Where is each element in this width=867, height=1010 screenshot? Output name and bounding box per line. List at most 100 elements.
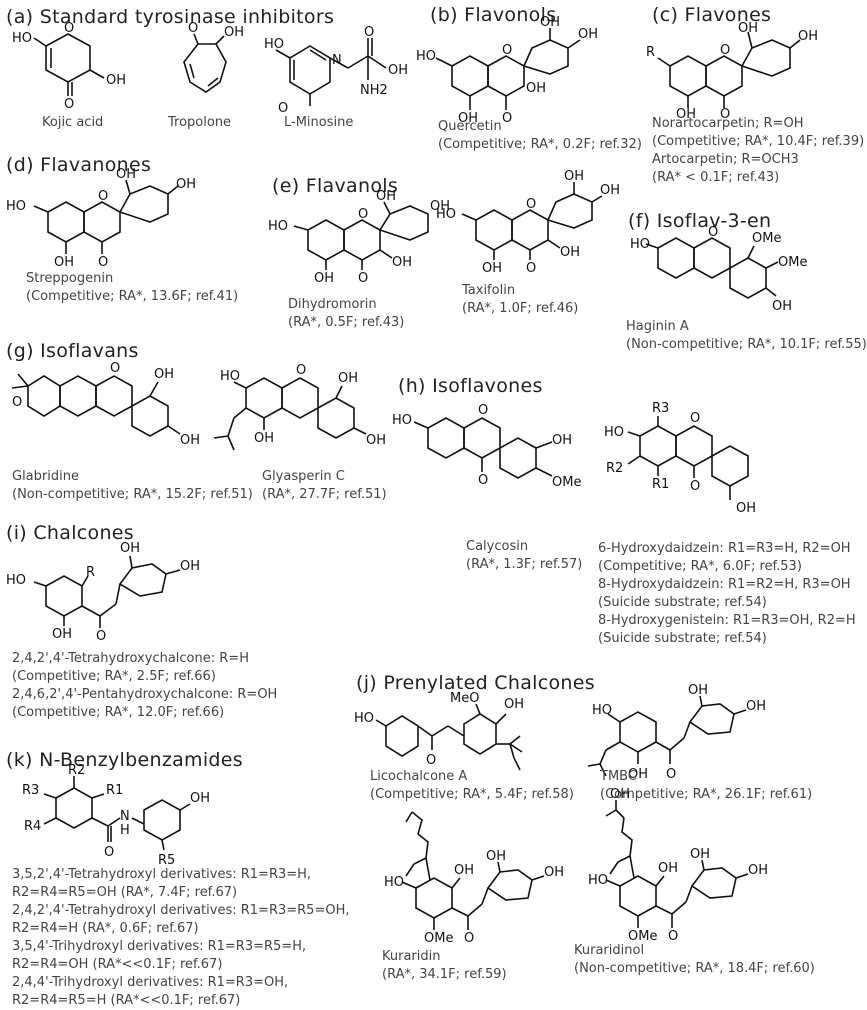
atom-label: R2 bbox=[606, 461, 623, 476]
atom-label: O bbox=[478, 473, 488, 488]
atom-label: OH bbox=[486, 849, 506, 864]
section-title-j: (j) Prenylated Chalcones bbox=[356, 672, 595, 694]
atom-label: OH bbox=[52, 627, 72, 642]
atom-label: OH bbox=[676, 107, 696, 122]
taxifolin-label: Taxifolin(RA*, 1.0F; ref.46) bbox=[462, 283, 579, 316]
atom-label: OH bbox=[120, 541, 140, 556]
atom-label: OH bbox=[552, 433, 572, 448]
section-title-i: (i) Chalcones bbox=[6, 522, 134, 544]
atom-label: OMe bbox=[552, 475, 581, 490]
atom-label: OH bbox=[392, 255, 412, 270]
atom-label: OH bbox=[376, 189, 396, 204]
atom-label: O bbox=[720, 43, 730, 58]
atom-label: HO bbox=[436, 207, 456, 222]
atom-label: R bbox=[646, 45, 655, 60]
kojic-acid-label: Kojic acid bbox=[42, 115, 104, 130]
atom-label: R bbox=[86, 565, 95, 580]
atom-label: OH bbox=[578, 27, 598, 42]
section-title-b: (b) Flavonols bbox=[430, 4, 557, 26]
tmbc-label: TMBC(Competitive; RA*, 26.1F; ref.61) bbox=[600, 769, 813, 802]
atom-label: O bbox=[464, 931, 474, 946]
atom-label: HO bbox=[268, 219, 288, 234]
section-title-a: (a) Standard tyrosinase inhibitors bbox=[6, 6, 335, 28]
glabridine-label: Glabridine(Non-competitive; RA*, 15.2F; … bbox=[12, 469, 253, 502]
atom-label: OH bbox=[154, 367, 174, 382]
atom-label: O bbox=[98, 189, 108, 204]
atom-label: OH bbox=[600, 183, 620, 198]
glabridine-structure: O O OH OH bbox=[11, 361, 200, 448]
tmbc-structure: HO OH O OH OH bbox=[587, 683, 766, 782]
streppogenin-label: Streppogenin(Competitive; RA*, 13.6F; re… bbox=[26, 271, 239, 304]
atom-label: OH bbox=[224, 25, 244, 40]
atom-label: HO bbox=[220, 369, 240, 384]
benzylbenzamide-structure: R2 R3 R1 R4 N H O OH R5 bbox=[22, 763, 210, 868]
hydroxyisoflavone-label: 6-Hydroxydaidzein: R1=R3=H, R2=OH(Compet… bbox=[598, 541, 856, 646]
chalcone-structure: HO R OH O OH OH bbox=[6, 541, 200, 644]
dihydromorin-structure: HO O OH O OH OH OH bbox=[268, 189, 450, 286]
atom-label: OH bbox=[798, 29, 818, 44]
section-title-c: (c) Flavones bbox=[652, 4, 772, 26]
atom-label: R3 bbox=[652, 401, 669, 416]
atom-label: O bbox=[188, 21, 198, 36]
atom-label: HO bbox=[6, 199, 26, 214]
atom-label: OH bbox=[458, 111, 478, 126]
atom-label: O bbox=[720, 107, 730, 122]
atom-label: OH bbox=[190, 791, 210, 806]
atom-label: OH bbox=[180, 559, 200, 574]
atom-label: OMe bbox=[424, 931, 453, 946]
atom-label: HO bbox=[630, 237, 650, 252]
haginin-a-label: Haginin A(Non-competitive; RA*, 10.1F; r… bbox=[626, 319, 867, 352]
atom-label: O bbox=[358, 207, 368, 222]
atom-label: OH bbox=[454, 863, 474, 878]
atom-label: OH bbox=[254, 431, 274, 446]
atom-label: OH bbox=[106, 73, 126, 88]
atom-label: OMe bbox=[628, 929, 657, 944]
section-title-g: (g) Isoflavans bbox=[6, 340, 139, 362]
atom-label: HO bbox=[604, 425, 624, 440]
haginin-a-structure: HO O OMe OMe OH bbox=[630, 225, 807, 314]
calycosin-label: Calycosin(RA*, 1.3F; ref.57) bbox=[466, 539, 583, 572]
quercetin-structure: HO O OH O OH OH OH bbox=[416, 15, 598, 126]
atom-label: OH bbox=[688, 683, 708, 698]
atom-label: OH bbox=[560, 245, 580, 260]
atom-label: O bbox=[296, 363, 306, 378]
atom-label: HO bbox=[264, 37, 284, 52]
atom-label: R2 bbox=[68, 763, 85, 778]
atom-label: O bbox=[110, 361, 120, 376]
atom-label: O bbox=[64, 21, 74, 36]
atom-label: R1 bbox=[652, 477, 669, 492]
atom-label: OH bbox=[738, 21, 758, 36]
section-title-e: (e) Flavanols bbox=[272, 175, 399, 197]
tropolone-label: Tropolone bbox=[168, 115, 232, 130]
l-minosine-label: L-Minosine bbox=[284, 115, 354, 130]
atom-label: HO bbox=[6, 573, 26, 588]
atom-label: OH bbox=[746, 699, 766, 714]
atom-label: OMe bbox=[778, 255, 807, 270]
atom-label: OH bbox=[338, 371, 358, 386]
atom-label: OH bbox=[180, 433, 200, 448]
quercetin-label: Quercetin(Competitive; RA*, 0.2F; ref.32… bbox=[438, 119, 642, 152]
atom-label: OH bbox=[544, 865, 564, 880]
atom-label: N bbox=[332, 53, 342, 68]
atom-label: O bbox=[478, 403, 488, 418]
glyasperin-c-structure: HO O OH OH OH bbox=[213, 363, 386, 451]
atom-label: O bbox=[278, 101, 288, 116]
atom-label: OH bbox=[540, 15, 560, 30]
atom-label: O bbox=[364, 25, 374, 40]
atom-label: OH bbox=[736, 501, 756, 516]
atom-label: O bbox=[96, 629, 106, 644]
atom-label: O bbox=[358, 271, 368, 286]
atom-label: HO bbox=[12, 31, 32, 46]
atom-label: OH bbox=[504, 697, 524, 712]
atom-label: O bbox=[502, 43, 512, 58]
atom-label: OH bbox=[176, 177, 196, 192]
kuraridinol-structure: OH HO OH OMe O OH OH bbox=[588, 787, 768, 944]
atom-label: HO bbox=[384, 875, 404, 890]
atom-label: OH bbox=[748, 863, 768, 878]
atom-label: O bbox=[690, 479, 700, 494]
streppogenin-structure: HO O OH O OH OH bbox=[6, 167, 196, 270]
atom-label: OH bbox=[366, 433, 386, 448]
atom-label: HO bbox=[588, 873, 608, 888]
atom-label: OH bbox=[610, 787, 630, 802]
atom-label: R1 bbox=[106, 783, 123, 798]
